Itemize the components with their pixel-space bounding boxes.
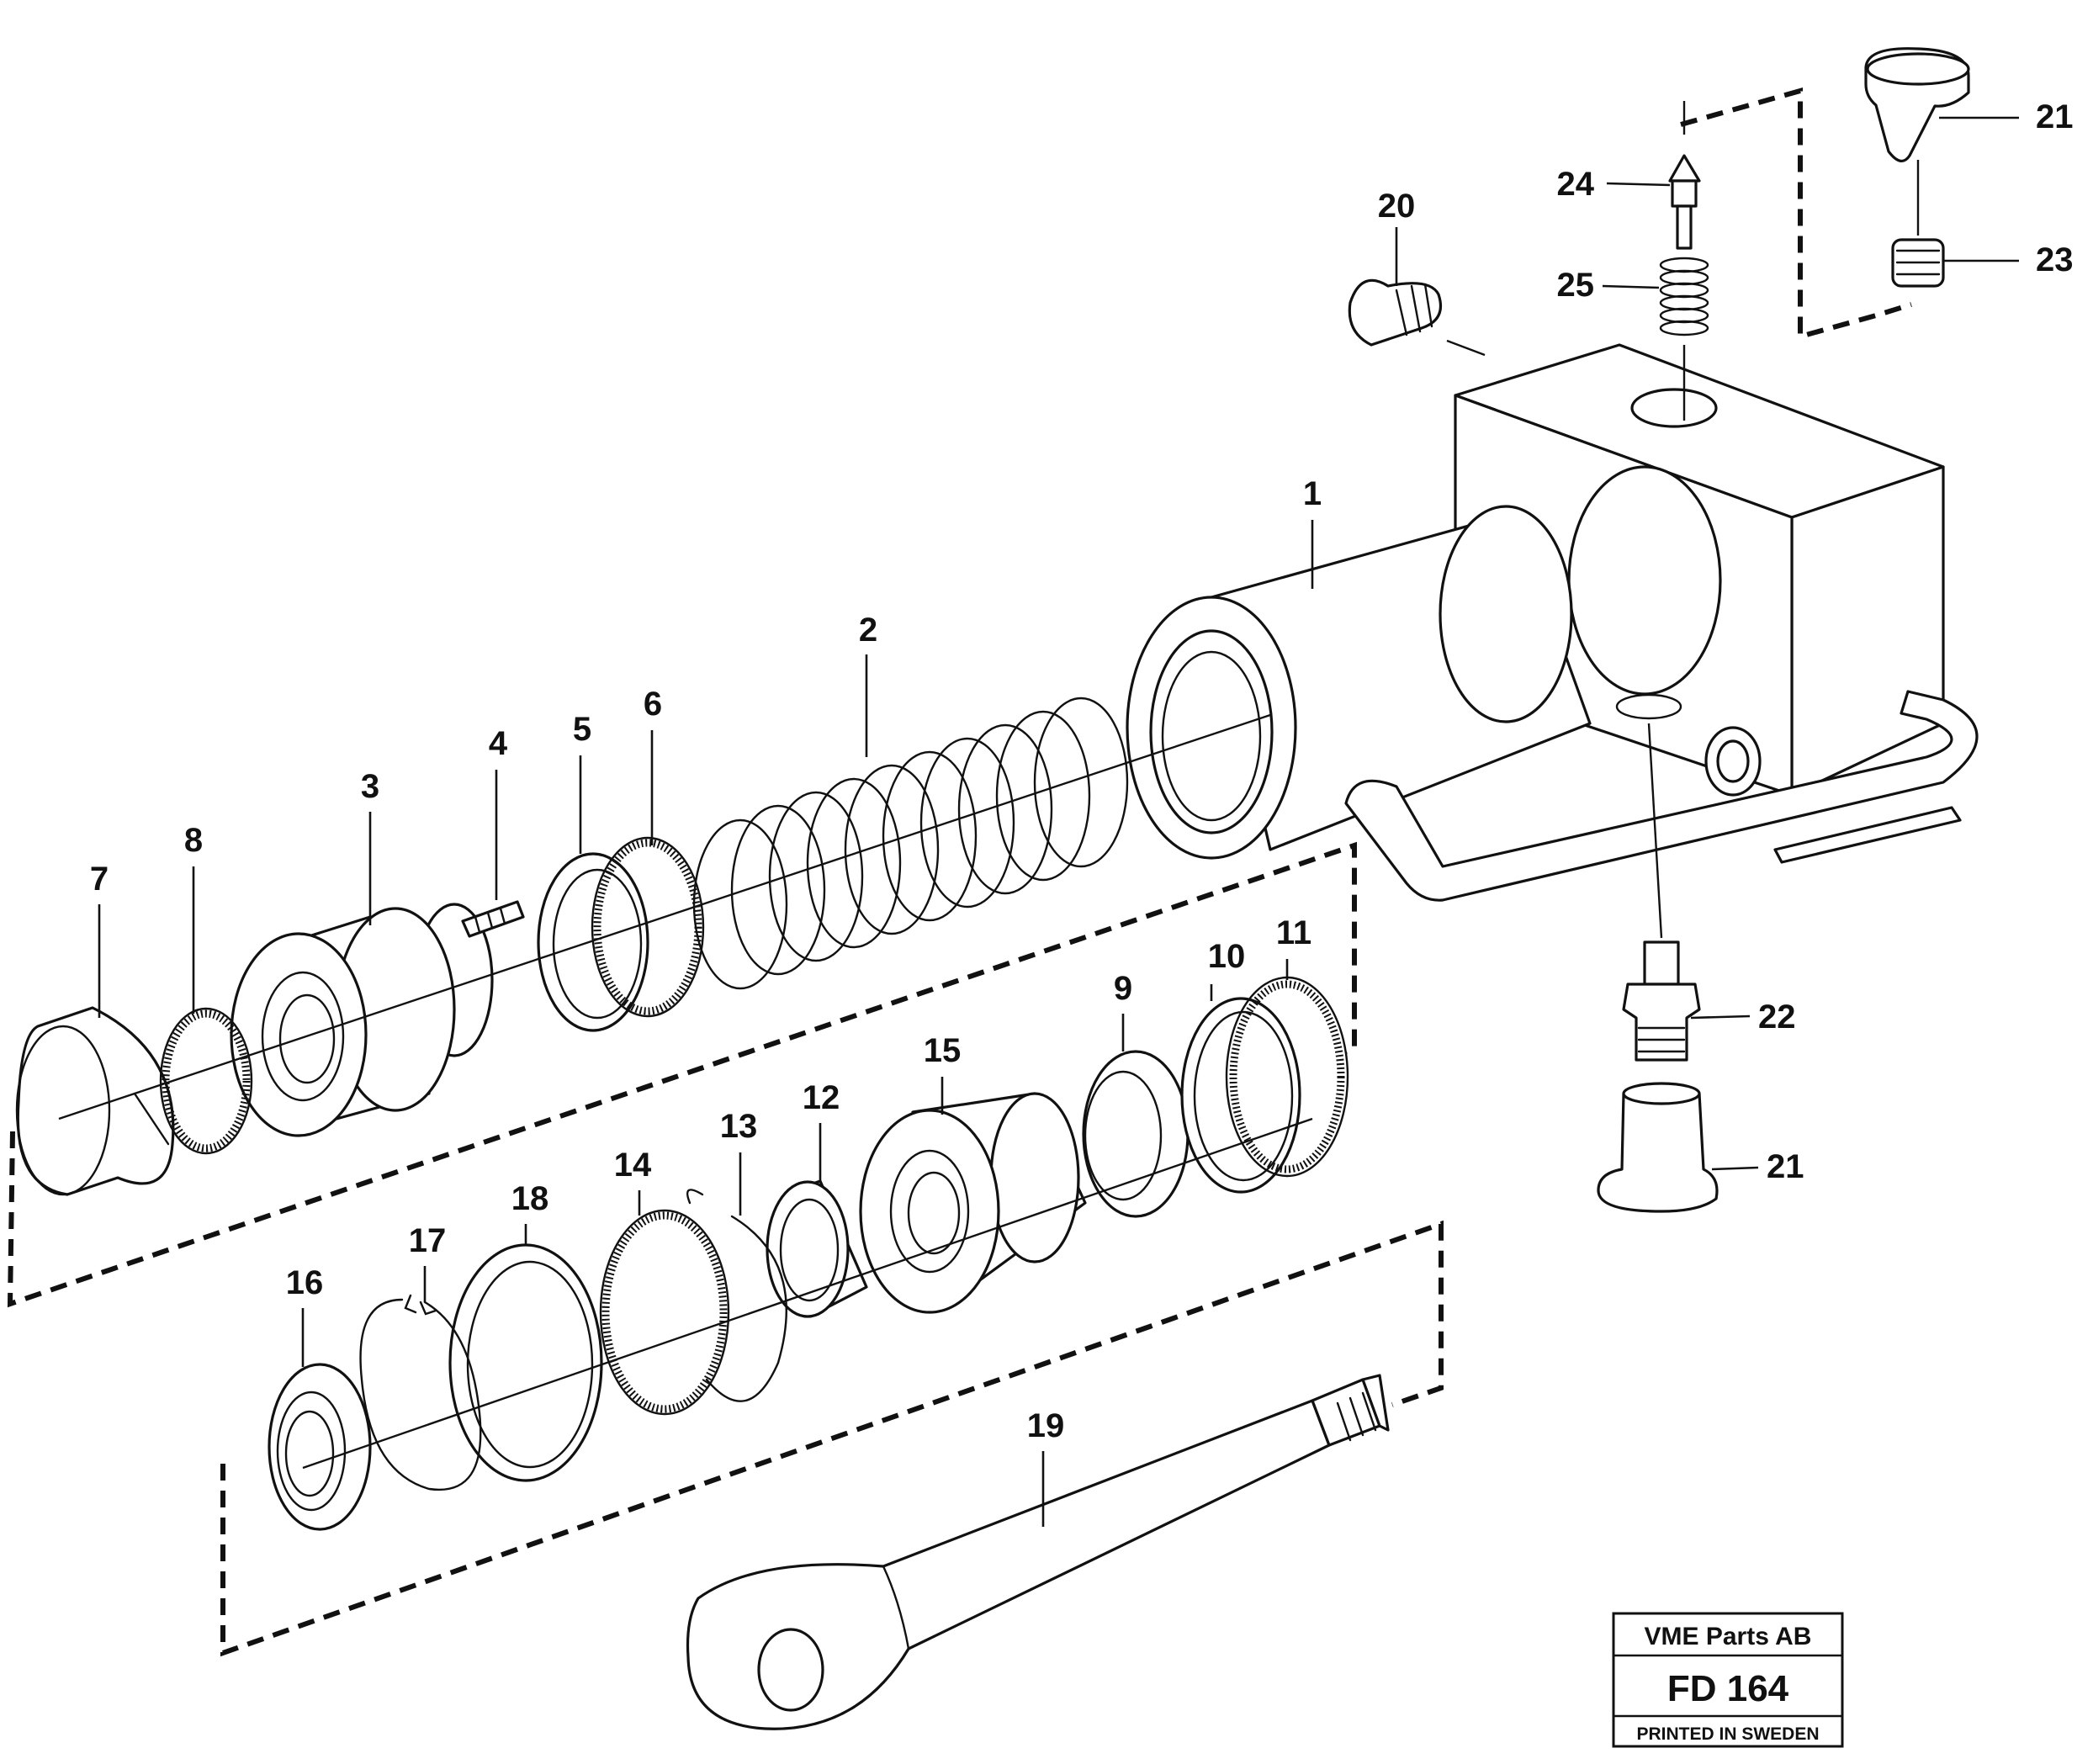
callout-10: 10 [1208,938,1246,975]
callout-22: 22 [1758,999,1796,1036]
bushing-7-part [15,1006,175,1196]
leader-lines [98,116,2019,1527]
ring-9-part [1082,1050,1190,1218]
callout-2: 2 [859,612,877,649]
callout-labels: 1 2 3 4 5 6 7 8 9 10 11 12 13 14 15 16 1… [90,98,2074,1444]
callout-6: 6 [644,686,662,723]
group-outlines [7,87,1912,1657]
callout-4: 4 [489,725,508,762]
callout-18: 18 [511,1180,549,1217]
plug-21-top-part [1864,47,1970,162]
washer-18-part [448,1243,603,1482]
callout-15: 15 [924,1032,962,1069]
center-axes [58,101,1920,1470]
needle-24-part [1668,154,1701,250]
plug-20-part [1348,278,1443,347]
callout-3: 3 [361,768,379,805]
guide-15-part [859,1092,1087,1314]
seal-8-part [159,1007,253,1155]
callout-16: 16 [286,1264,324,1301]
spring-25-part [1659,257,1709,336]
plug-21-bottom-part [1597,1082,1719,1213]
callout-17: 17 [409,1222,447,1259]
callout-11: 11 [1276,914,1311,951]
title-company: VME Parts AB [1645,1623,1812,1650]
callout-23: 23 [2036,241,2074,278]
callout-5: 5 [573,711,591,748]
callout-19: 19 [1027,1407,1065,1444]
cylinder-body [1126,343,1979,902]
title-block: VME Parts AB FD 164 PRINTED IN SWEDEN [1612,1612,1844,1748]
callout-14: 14 [614,1147,652,1184]
piston-part [230,903,494,1137]
ring-10-part [1180,997,1301,1194]
spring-part [692,697,1129,990]
callout-9: 9 [1114,970,1132,1007]
callout-13: 13 [720,1108,758,1145]
callout-20: 20 [1378,188,1416,225]
callout-24: 24 [1557,166,1595,203]
title-printed: PRINTED IN SWEDEN [1636,1724,1819,1744]
dashed-outline-upper [7,841,1357,1308]
ring-13-part [686,1189,787,1402]
callout-7: 7 [90,861,109,898]
seal-14-part [599,1209,730,1416]
dashed-outline-valve [1680,87,1912,340]
seal-16-part [268,1363,372,1531]
circlip-17-part [359,1294,482,1491]
callout-21-bottom: 21 [1767,1148,1804,1185]
bushing-12-part [766,1179,868,1318]
callout-1: 1 [1303,475,1322,512]
dashed-outline-lower [220,1220,1444,1657]
valve-22-part [1622,940,1701,1062]
set-screw-part [461,900,525,938]
callout-8: 8 [184,822,203,859]
title-drawing-number: FD 164 [1667,1668,1789,1709]
callout-21-top: 21 [2036,98,2074,135]
insert-23-part [1891,238,1945,288]
callout-12: 12 [803,1079,840,1116]
callout-25: 25 [1557,267,1595,304]
piston-rod-19-part [686,1374,1390,1730]
seal-6-part [591,836,705,1018]
